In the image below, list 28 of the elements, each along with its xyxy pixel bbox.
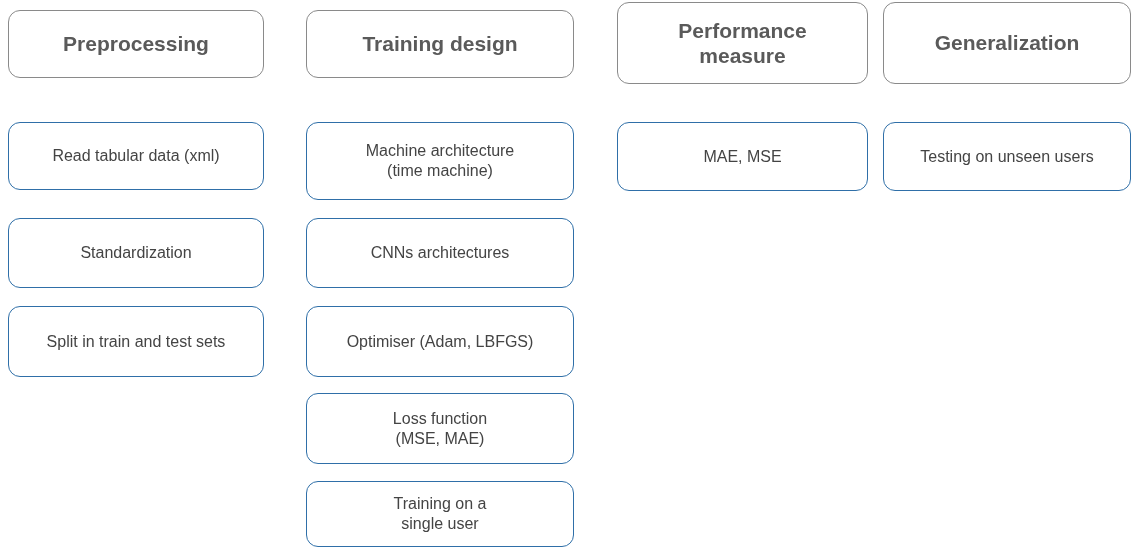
stage-title: Training design — [362, 31, 518, 57]
step-label: Loss function (MSE, MAE) — [391, 408, 489, 449]
step-box — [306, 393, 574, 464]
step-label: Split in train and test sets — [45, 331, 227, 352]
step-label: Read tabular data (xml) — [51, 146, 221, 166]
step-box — [306, 481, 574, 547]
step-box — [8, 122, 264, 190]
stage-header-box — [617, 2, 868, 84]
stage-header-box — [306, 10, 574, 78]
stage-header-box — [8, 10, 264, 78]
step-label: Standardization — [79, 243, 193, 263]
step-label: MAE, MSE — [702, 146, 783, 167]
step-label: Machine architecture (time machine) — [364, 141, 516, 181]
step-box — [306, 218, 574, 288]
stage-title: Performance measure — [677, 17, 808, 69]
step-box — [8, 218, 264, 288]
stage-header-box — [883, 2, 1131, 84]
step-label: CNNs architectures — [369, 243, 511, 263]
step-box — [8, 306, 264, 377]
step-label: Optimiser (Adam, LBFGS) — [345, 331, 535, 352]
step-box — [883, 122, 1131, 191]
step-box — [617, 122, 868, 191]
step-label: Testing on unseen users — [919, 146, 1095, 167]
stage-title: Generalization — [934, 30, 1080, 56]
step-box — [306, 122, 574, 200]
step-box — [306, 306, 574, 377]
stage-title: Preprocessing — [63, 31, 209, 57]
step-label: Training on a single user — [392, 494, 488, 534]
